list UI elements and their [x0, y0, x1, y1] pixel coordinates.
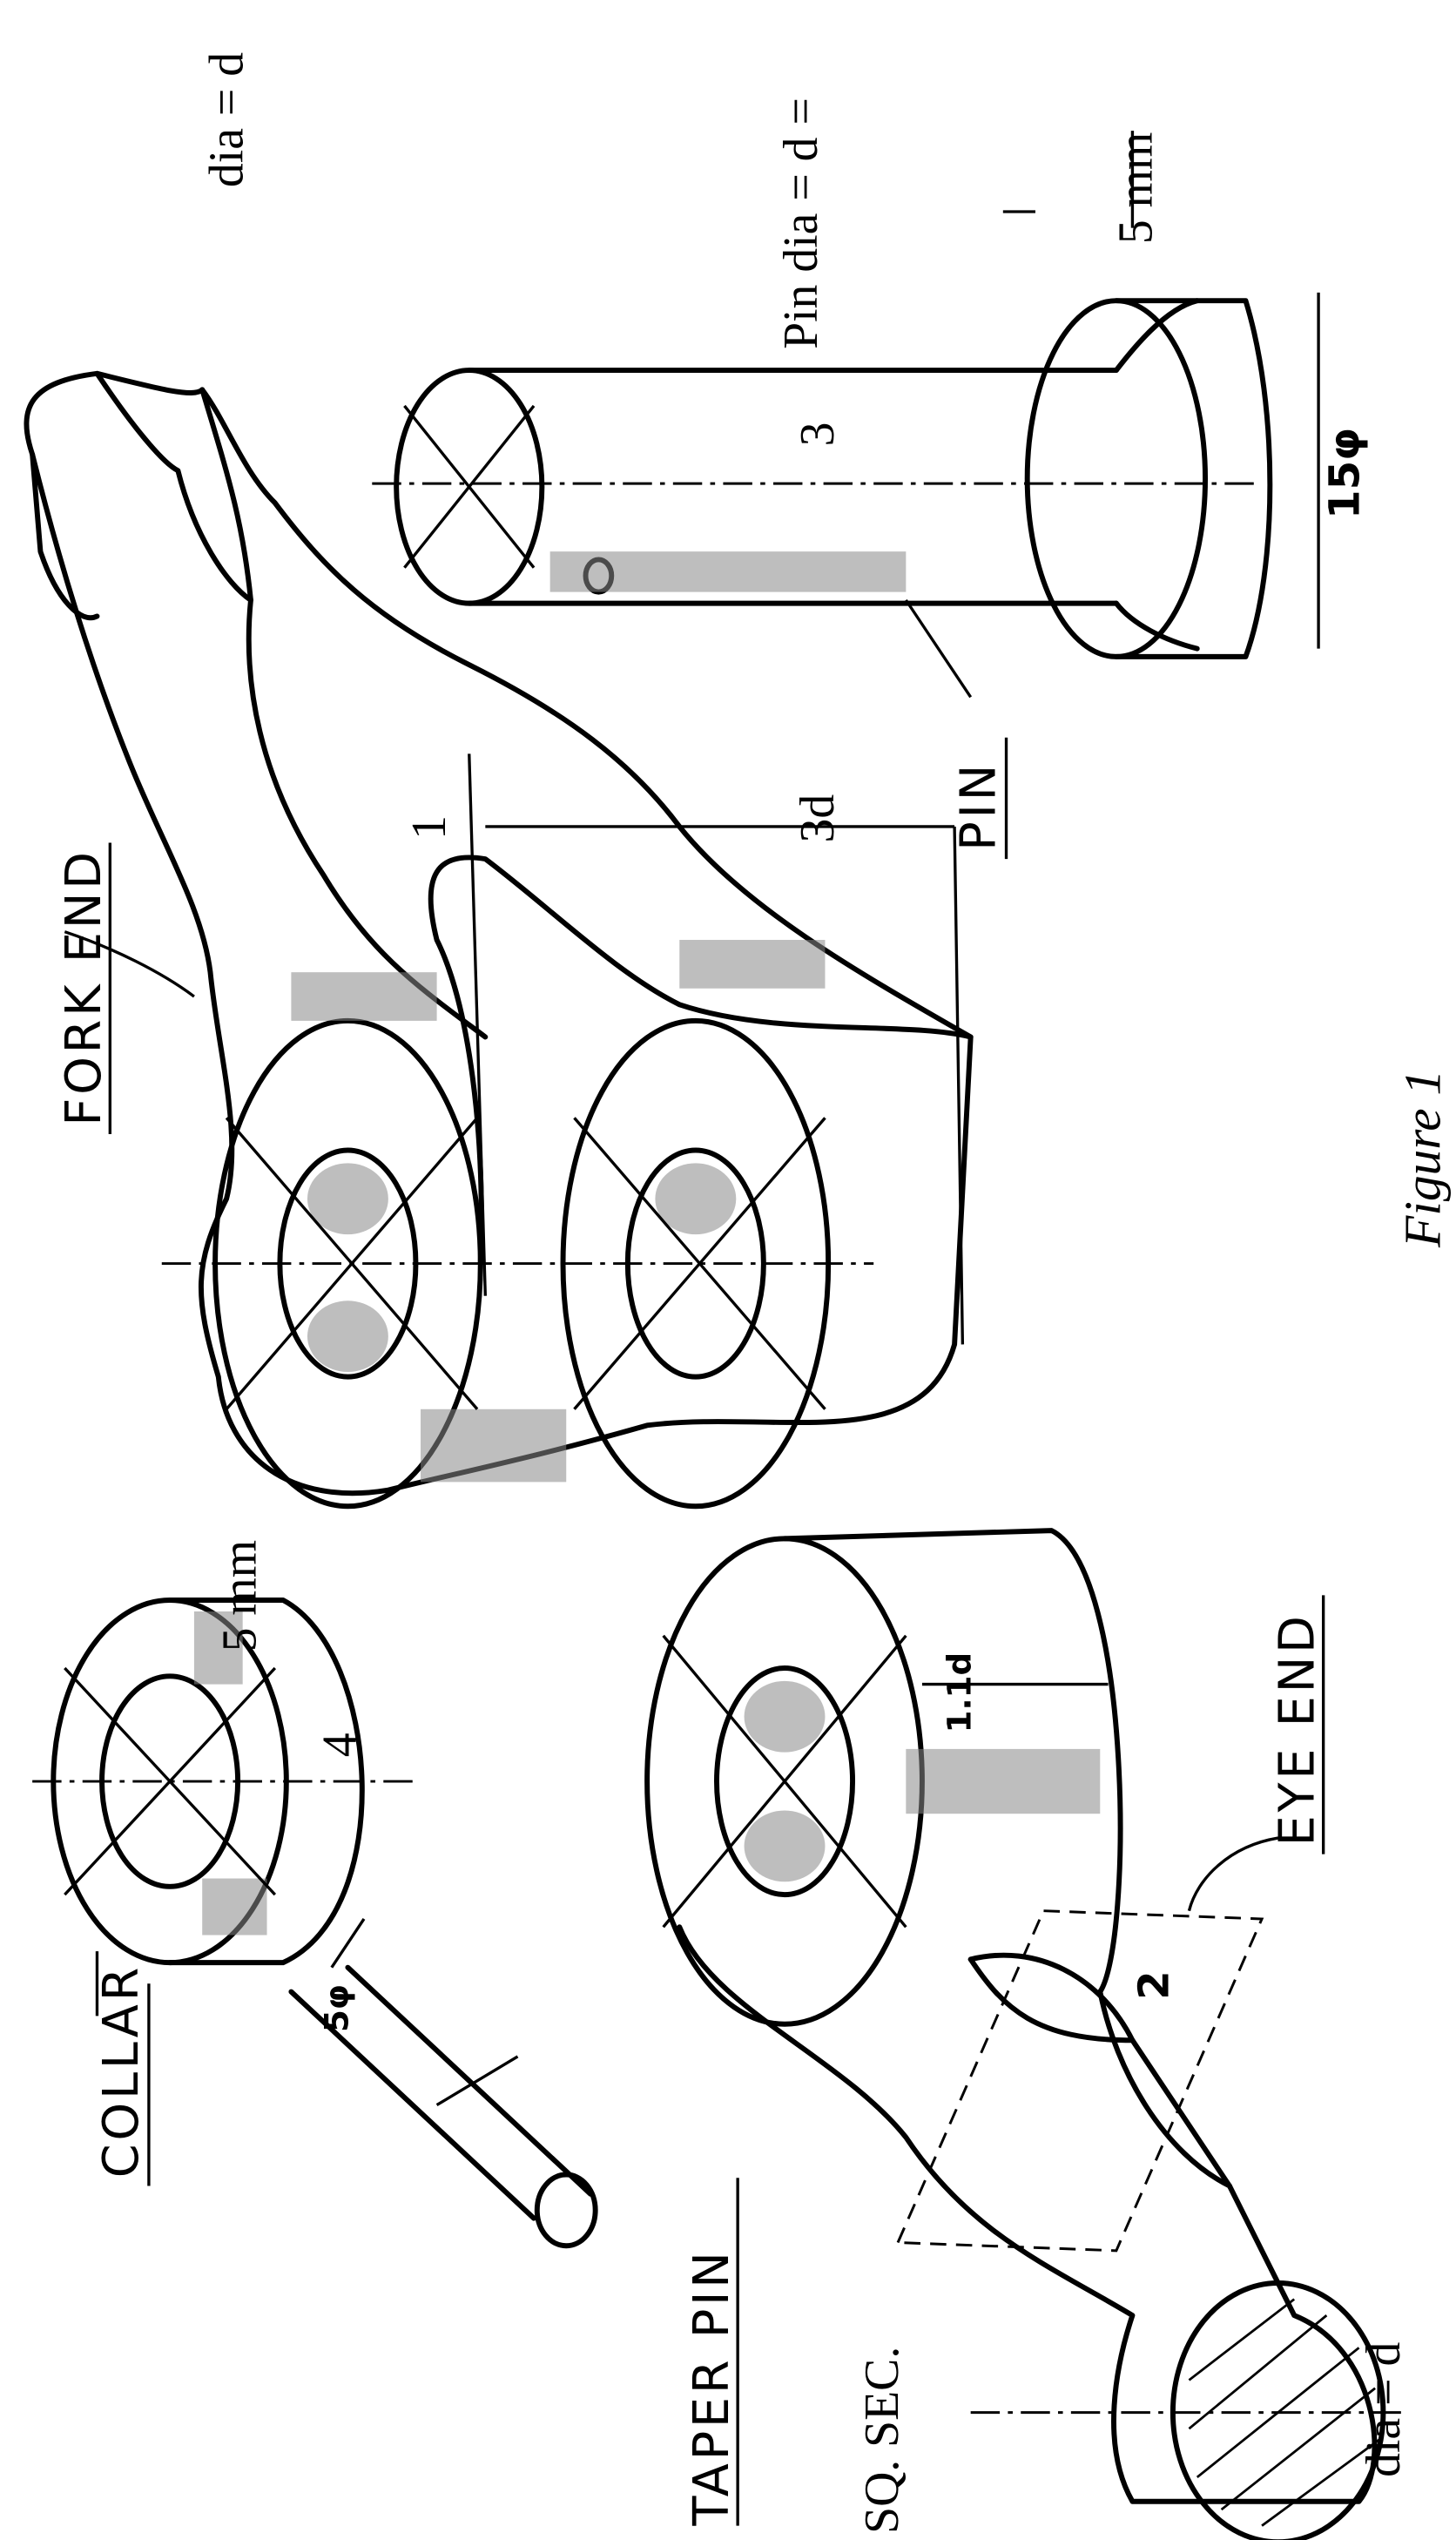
- eye-end-number: 2: [1129, 1970, 1178, 2000]
- eye-end-thickness: 1.1d: [941, 1652, 979, 1733]
- collar-label: COLLAR: [93, 1964, 150, 2178]
- taper-pin-label: TAPER PIN: [684, 2248, 740, 2526]
- pin-part: [372, 131, 1320, 699]
- fork-dim-1: 1: [402, 815, 456, 840]
- fork-end-dia-label: dia = d: [200, 52, 254, 187]
- pin-head-dia: 15φ: [1321, 428, 1370, 519]
- pin-5mm-label: 5 mm: [1109, 132, 1163, 244]
- fork-dim-3d: 3d: [791, 794, 845, 843]
- eye-end-dia-label: dia = d: [1357, 2342, 1411, 2477]
- pin-dia-label: Pin dia = d =: [774, 98, 828, 349]
- taper-pin-dia: 5φ: [318, 1984, 355, 2032]
- taper-pin-part: [288, 1918, 598, 2249]
- figure-caption: Figure 1: [1393, 1070, 1451, 1248]
- fork-end-part: [24, 370, 974, 1510]
- pin-label: PIN: [951, 761, 1008, 851]
- eye-end-label: EYE END: [1270, 1612, 1326, 1846]
- sq-sec-label: SQ. SEC.: [855, 2347, 909, 2534]
- fork-end-label: FORK END: [56, 848, 112, 1125]
- collar-part: [32, 1598, 421, 2016]
- eye-end-part: [644, 1528, 1408, 2540]
- fork-5mm-label: 5 mm: [213, 1540, 267, 1652]
- pin-number: 3: [791, 422, 845, 447]
- collar-number: 4: [313, 1733, 367, 1757]
